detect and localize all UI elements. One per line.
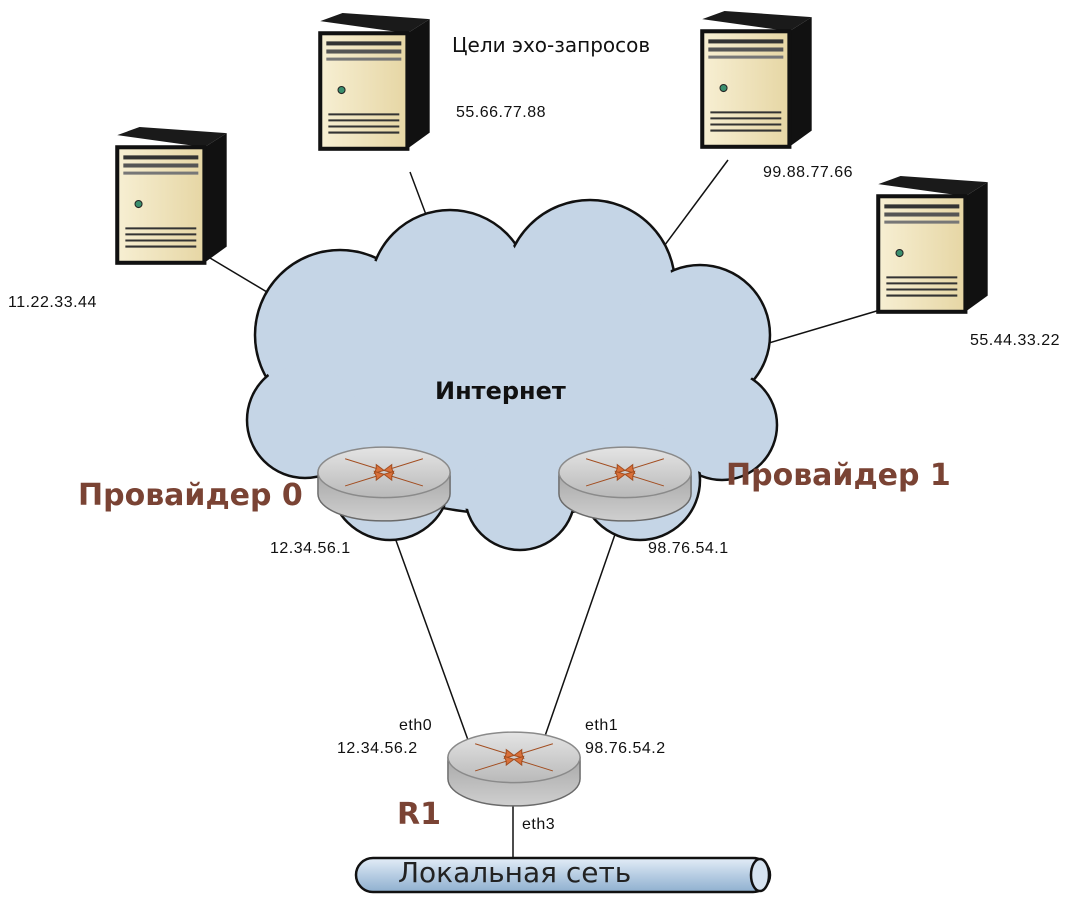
lan-label: Локальная сеть xyxy=(398,856,632,889)
server-a-icon xyxy=(117,127,226,263)
r1-name: R1 xyxy=(397,797,441,832)
eth1-label: eth1 xyxy=(585,717,619,734)
eth1-ip: 98.76.54.2 xyxy=(585,740,666,757)
provider0-router-icon xyxy=(317,446,451,522)
server-a-ip: 11.22.33.44 xyxy=(8,294,97,311)
server-b-ip: 55.66.77.88 xyxy=(456,104,547,121)
eth0-ip: 12.34.56.2 xyxy=(337,740,418,757)
eth0-label: eth0 xyxy=(399,717,433,734)
cloud-label: Интернет xyxy=(435,377,566,405)
provider0-gateway-ip: 12.34.56.1 xyxy=(270,540,351,557)
r1-router-icon xyxy=(447,731,581,807)
eth3-label: eth3 xyxy=(522,816,556,833)
provider1-gateway-ip: 98.76.54.1 xyxy=(648,540,729,557)
provider1-name: Провайдер 1 xyxy=(726,458,951,493)
server-d-icon xyxy=(878,176,987,312)
link-provider1-eth1 xyxy=(544,519,621,737)
link-provider0-eth0 xyxy=(384,509,469,741)
provider1-router-icon xyxy=(558,446,692,522)
server-b-icon xyxy=(320,13,429,149)
link-server-d xyxy=(761,309,881,346)
server-c-icon xyxy=(702,11,811,147)
lan-pipe-icon xyxy=(354,856,772,894)
provider0-name: Провайдер 0 xyxy=(78,478,303,513)
targets-caption: Цели эхо-запросов xyxy=(452,33,651,57)
server-c-ip: 99.88.77.66 xyxy=(763,164,854,181)
server-d-ip: 55.44.33.22 xyxy=(970,332,1061,349)
connection-lines xyxy=(204,159,881,858)
